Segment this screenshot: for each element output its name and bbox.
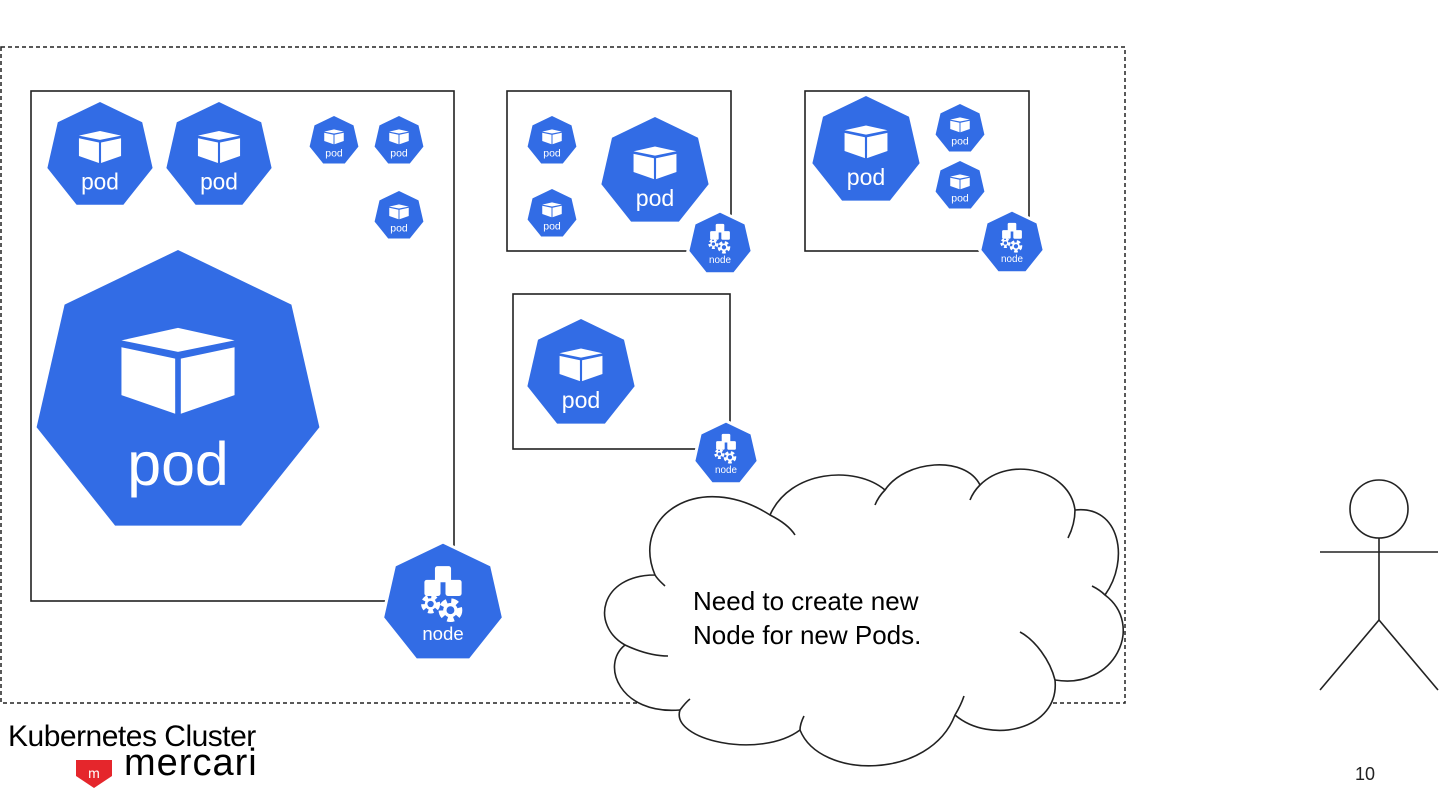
pod-label: pod: [543, 221, 561, 233]
pod-label: pod: [636, 185, 675, 211]
node-label: node: [422, 623, 463, 644]
pod-icon-7: pod: [527, 116, 577, 164]
node-icon-3: node: [978, 208, 1046, 275]
svg-text:m: m: [88, 765, 100, 781]
pod-label: pod: [562, 387, 601, 413]
cluster-label: Kubernetes Cluster: [8, 720, 256, 753]
pod-icon-13: pod: [527, 319, 635, 424]
pod-label: pod: [81, 168, 119, 194]
node-box-2: [506, 90, 732, 252]
pod-icon-10: pod: [812, 96, 920, 201]
node-icon-4: node: [692, 419, 760, 486]
pod-label: pod: [390, 223, 408, 235]
pod-icon-12: pod: [935, 161, 985, 209]
pod-icon-3: pod: [309, 116, 359, 164]
callout-line-1: Need to create new: [693, 586, 919, 616]
node-label: node: [715, 465, 737, 476]
node-label: node: [1001, 254, 1023, 265]
pod-icon-4: pod: [374, 116, 424, 164]
pod-label: pod: [390, 148, 408, 160]
pod-icon-9: pod: [601, 117, 709, 222]
pod-label: pod: [951, 193, 969, 205]
pod-label: pod: [200, 168, 238, 194]
pod-icon-11: pod: [935, 104, 985, 152]
node-box-3: [804, 90, 1030, 252]
node-box-4: [512, 293, 731, 450]
callout-text: Need to create new Node for new Pods.: [693, 584, 921, 652]
mercari-bag-icon: m: [76, 760, 112, 788]
pod-icon-6: pod: [36, 250, 320, 526]
node-box-1: [30, 90, 455, 602]
callout-cloud: [603, 464, 1124, 767]
pod-label: pod: [325, 148, 343, 160]
node-label: node: [709, 255, 731, 266]
pod-label: pod: [543, 148, 561, 160]
logo-text: mercari: [124, 746, 258, 784]
mercari-logo: m mercari: [72, 746, 272, 790]
pod-icon-8: pod: [527, 189, 577, 237]
page-number: 10: [1355, 764, 1376, 784]
node-icon-1: node: [380, 540, 506, 662]
pod-label: pod: [847, 164, 886, 190]
pod-label: pod: [127, 430, 229, 498]
cluster-boundary: [0, 46, 1126, 704]
callout-line-2: Node for new Pods.: [693, 620, 922, 650]
pod-icon-1: pod: [47, 102, 153, 205]
user-stick-figure-icon: [1319, 479, 1439, 691]
pod-icon-2: pod: [166, 102, 272, 205]
node-icon-2: node: [686, 209, 754, 276]
pod-label: pod: [951, 136, 969, 148]
pod-icon-5: pod: [374, 191, 424, 239]
